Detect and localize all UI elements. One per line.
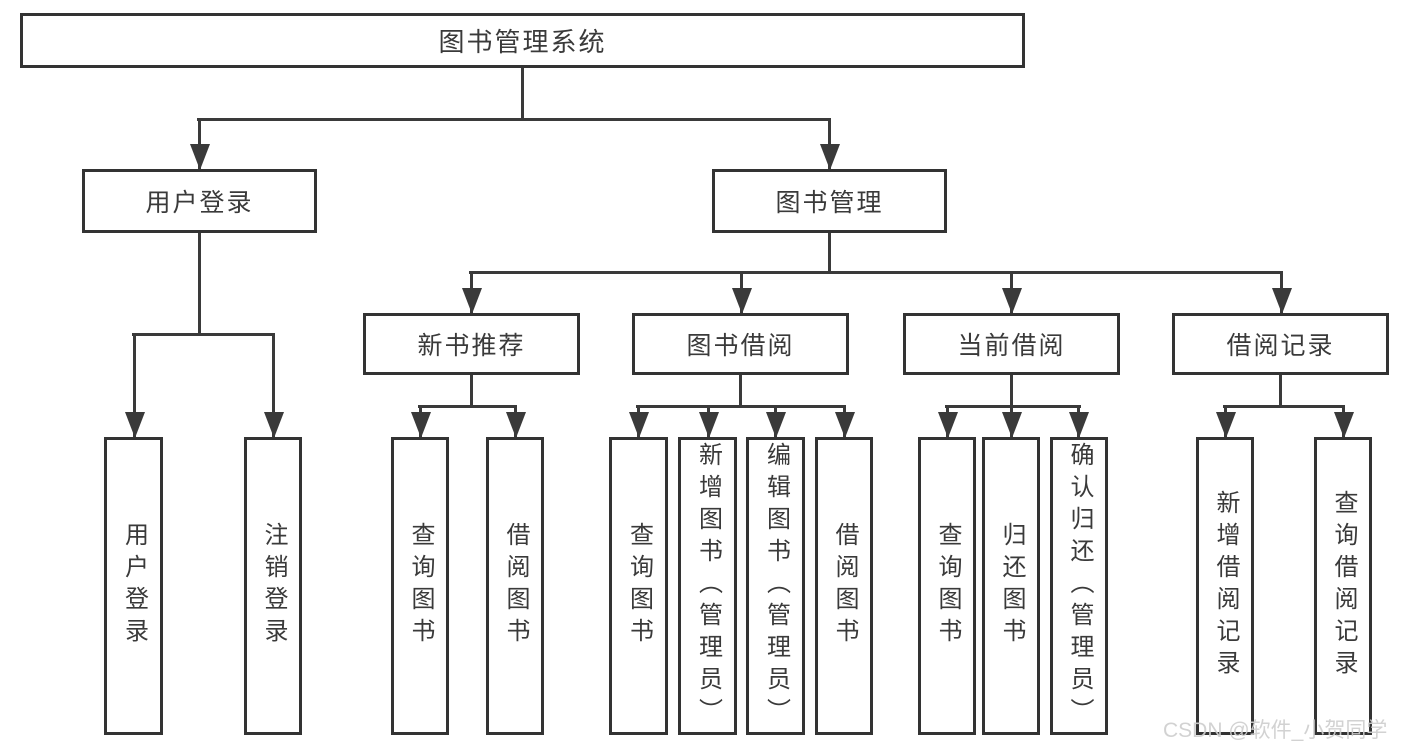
leaf-label: 用户登录 bbox=[120, 522, 148, 650]
leaf-label: 查询图书 bbox=[407, 522, 434, 650]
leaf-return-books: 归还图书 bbox=[982, 437, 1040, 735]
arrow-down-icon bbox=[946, 405, 949, 437]
node-book-borrowing: 图书借阅 bbox=[632, 313, 849, 375]
connector-vline bbox=[198, 233, 201, 335]
arrow-down-icon bbox=[1010, 405, 1013, 437]
leaf-query-books-borrow: 查询图书 bbox=[609, 437, 668, 735]
connector-vline bbox=[739, 375, 742, 407]
arrow-down-icon bbox=[828, 118, 831, 169]
arrow-down-icon bbox=[707, 405, 710, 437]
arrow-down-icon bbox=[1224, 405, 1227, 437]
node-user-login: 用户登录 bbox=[82, 169, 317, 233]
leaf-label: 借阅图书 bbox=[831, 522, 858, 650]
arrow-down-icon bbox=[514, 405, 517, 437]
leaf-label: 查询图书 bbox=[934, 522, 961, 650]
connector-hline bbox=[132, 333, 275, 336]
connector-hline bbox=[945, 405, 1081, 408]
leaf-label: 归还图书 bbox=[998, 522, 1025, 650]
node-new-book-recommend: 新书推荐 bbox=[363, 313, 580, 375]
leaf-query-books-current: 查询图书 bbox=[918, 437, 976, 735]
arrow-down-icon bbox=[1342, 405, 1345, 437]
connector-hline bbox=[469, 271, 1283, 274]
leaf-label: 编辑图书（管理员） bbox=[762, 442, 790, 730]
node-label: 新书推荐 bbox=[417, 332, 526, 360]
leaf-label: 确认归还（管理员） bbox=[1066, 442, 1093, 730]
arrow-down-icon bbox=[419, 405, 422, 437]
arrow-down-icon bbox=[774, 405, 777, 437]
node-current-borrowing: 当前借阅 bbox=[903, 313, 1120, 375]
leaf-edit-books-admin: 编辑图书（管理员） bbox=[746, 437, 805, 735]
leaf-label: 新增图书（管理员） bbox=[694, 442, 722, 730]
connector-vline bbox=[470, 375, 473, 407]
leaf-query-borrow-record: 查询借阅记录 bbox=[1314, 437, 1372, 735]
node-label: 图书管理系统 bbox=[438, 27, 607, 57]
leaf-label: 借阅图书 bbox=[502, 522, 529, 650]
arrow-down-icon bbox=[740, 271, 743, 313]
arrow-down-icon bbox=[1010, 271, 1013, 313]
leaf-confirm-return-admin: 确认归还（管理员） bbox=[1050, 437, 1108, 735]
leaf-query-books-recommend: 查询图书 bbox=[391, 437, 449, 735]
connector-vline bbox=[1010, 375, 1013, 407]
leaf-add-borrow-record: 新增借阅记录 bbox=[1196, 437, 1254, 735]
node-label: 用户登录 bbox=[145, 189, 254, 217]
leaf-label: 新增借阅记录 bbox=[1212, 490, 1239, 682]
node-library-management-system: 图书管理系统 bbox=[20, 13, 1025, 68]
arrow-down-icon bbox=[133, 333, 136, 437]
leaf-add-books-admin: 新增图书（管理员） bbox=[678, 437, 737, 735]
csdn-watermark: CSDN @软件_小贺同学 bbox=[1163, 719, 1388, 742]
node-label: 图书借阅 bbox=[686, 332, 795, 360]
leaf-label: 查询借阅记录 bbox=[1330, 490, 1357, 682]
connector-vline bbox=[1279, 375, 1282, 407]
connector-vline bbox=[521, 68, 524, 120]
arrow-down-icon bbox=[1077, 405, 1080, 437]
arrow-down-icon bbox=[272, 333, 275, 437]
leaf-logout: 注销登录 bbox=[244, 437, 302, 735]
connector-hline bbox=[418, 405, 517, 408]
node-label: 当前借阅 bbox=[957, 332, 1066, 360]
connector-hline bbox=[197, 118, 831, 121]
leaf-user-login: 用户登录 bbox=[104, 437, 163, 735]
arrow-down-icon bbox=[637, 405, 640, 437]
arrow-down-icon bbox=[198, 118, 201, 169]
connector-hline bbox=[1223, 405, 1345, 408]
connector-vline bbox=[828, 233, 831, 273]
leaf-label: 注销登录 bbox=[260, 522, 287, 650]
node-book-management: 图书管理 bbox=[712, 169, 947, 233]
arrow-down-icon bbox=[470, 271, 473, 313]
connector-hline bbox=[636, 405, 846, 408]
leaf-borrow-books-recommend: 借阅图书 bbox=[486, 437, 544, 735]
node-label: 图书管理 bbox=[775, 189, 884, 217]
leaf-label: 查询图书 bbox=[625, 522, 653, 650]
node-label: 借阅记录 bbox=[1226, 332, 1335, 360]
leaf-borrow-books: 借阅图书 bbox=[815, 437, 873, 735]
arrow-down-icon bbox=[843, 405, 846, 437]
arrow-down-icon bbox=[1280, 271, 1283, 313]
node-borrowing-records: 借阅记录 bbox=[1172, 313, 1389, 375]
